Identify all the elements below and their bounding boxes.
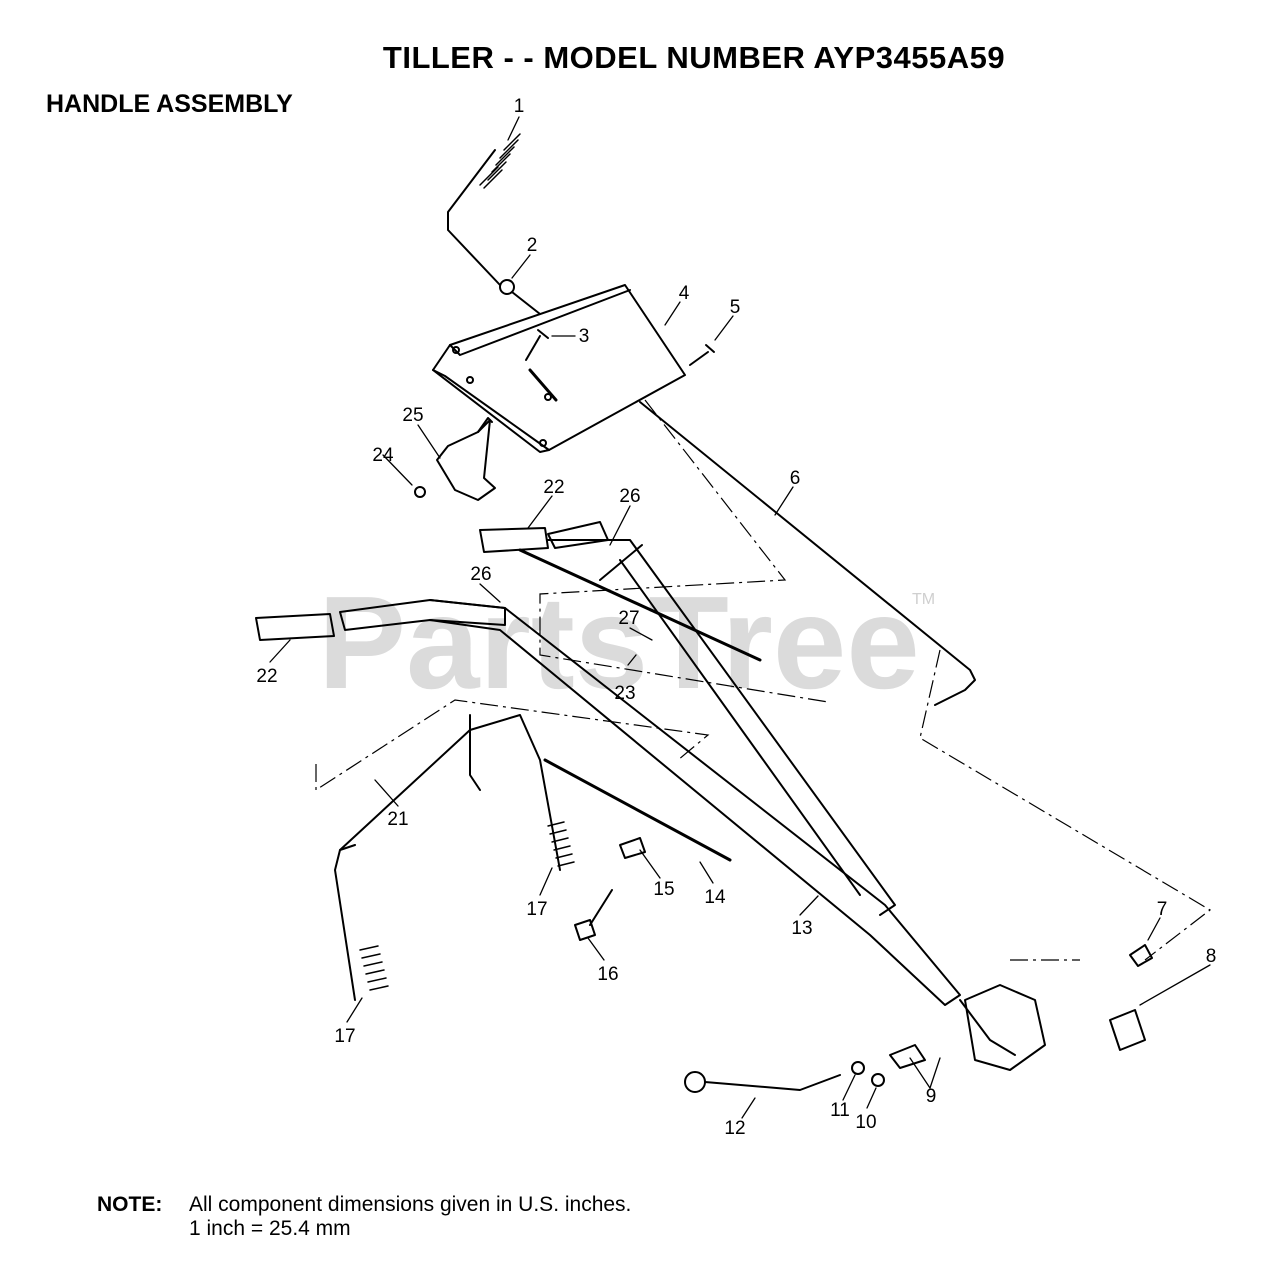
partstree-watermark: PartsTree TM xyxy=(318,569,935,716)
dimension-note: NOTE: All component dimensions given in U… xyxy=(97,1193,631,1241)
callout-15: 15 xyxy=(653,879,674,900)
callout-14: 14 xyxy=(704,887,726,908)
phantom-outline xyxy=(315,399,1212,961)
callout-23: 23 xyxy=(614,683,635,704)
part-14-cable xyxy=(543,758,732,862)
callout-9: 9 xyxy=(926,1086,937,1107)
upper-cable xyxy=(518,548,762,662)
callout-1: 1 xyxy=(514,96,525,117)
callout-8: 8 xyxy=(1206,946,1217,967)
part-1-spring xyxy=(479,133,521,189)
watermark-tm: TM xyxy=(912,591,935,608)
callout-24: 24 xyxy=(372,445,394,466)
part-11-washer xyxy=(851,1061,865,1075)
note-label: NOTE: xyxy=(97,1193,163,1216)
callout-27: 27 xyxy=(618,608,639,629)
callout-7: 7 xyxy=(1157,899,1168,920)
diagram-title: TILLER - - MODEL NUMBER AYP3455A59 xyxy=(382,40,1006,75)
watermark-text: PartsTree xyxy=(318,569,920,716)
part-16-bolt xyxy=(574,889,613,941)
callout-13: 13 xyxy=(791,918,812,939)
part-5-screw xyxy=(689,344,715,366)
part-12-lever xyxy=(704,1074,841,1091)
part-10-nut xyxy=(871,1073,885,1087)
part-9-plate xyxy=(889,1044,926,1069)
part-13-handle xyxy=(429,599,961,1006)
callout-12: 12 xyxy=(724,1118,745,1139)
callout-26b: 26 xyxy=(470,564,491,585)
callout-22b: 22 xyxy=(256,666,277,687)
part-6-handle xyxy=(639,401,976,706)
part-3-screw xyxy=(525,329,549,361)
part-25-lever xyxy=(436,419,496,501)
note-line-2: 1 inch = 25.4 mm xyxy=(189,1217,351,1240)
callout-16: 16 xyxy=(597,964,618,985)
assembly-subtitle: HANDLE ASSEMBLY xyxy=(46,90,293,118)
part-22-grip-lower xyxy=(255,613,335,641)
part-8-bracket xyxy=(1109,1009,1146,1051)
callout-17a: 17 xyxy=(526,899,547,920)
part-22-grip-upper xyxy=(479,527,549,553)
callout-3: 3 xyxy=(579,326,590,347)
part-1-rod xyxy=(447,149,501,286)
callout-5: 5 xyxy=(730,297,741,318)
part-2-nut xyxy=(499,279,515,295)
callout-2: 2 xyxy=(527,235,538,256)
callout-numbers: 1 2 3 4 5 6 7 8 9 10 11 12 13 14 15 16 1… xyxy=(256,96,1216,1139)
part-17-springs xyxy=(359,821,575,991)
callout-17b: 17 xyxy=(334,1026,355,1047)
callout-4: 4 xyxy=(679,283,690,304)
parts-drawing xyxy=(255,116,1211,1119)
callout-6: 6 xyxy=(790,468,801,489)
part-4-panel xyxy=(432,284,686,453)
handle-bracket xyxy=(964,984,1046,1071)
part-12-knob xyxy=(684,1071,706,1093)
part-24-nut xyxy=(414,486,426,498)
callout-26a: 26 xyxy=(619,486,640,507)
leader-lines xyxy=(269,116,1211,1119)
callout-22a: 22 xyxy=(543,477,564,498)
part-7-screw xyxy=(1129,944,1153,967)
note-line-1: All component dimensions given in U.S. i… xyxy=(189,1193,632,1216)
callout-11: 11 xyxy=(830,1100,850,1121)
callout-10: 10 xyxy=(855,1112,876,1133)
part-15-clamp xyxy=(619,837,646,859)
callout-25: 25 xyxy=(402,405,423,426)
callout-21: 21 xyxy=(387,809,408,830)
part-21-rod xyxy=(334,844,356,1001)
